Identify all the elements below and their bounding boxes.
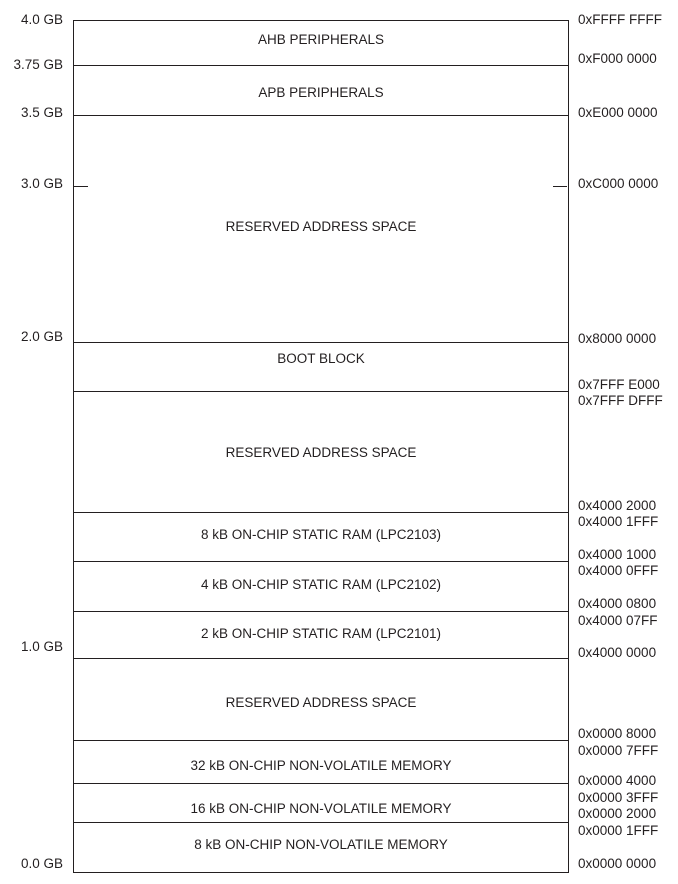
address-0000-2000: 0x0000 2000 xyxy=(578,806,657,821)
boundary-line-flash32k-flash16k xyxy=(73,783,569,784)
boundary-line-boot-reserved xyxy=(73,391,569,392)
boundary-line-sram4k-sram2k xyxy=(73,611,569,612)
gb-label-2-0: 2.0 GB xyxy=(20,329,63,344)
address-7fff-e000: 0x7FFF E000 xyxy=(578,377,660,392)
address-8000-0000: 0x8000 0000 xyxy=(578,331,657,346)
region-flash-16k: 16 kB ON-CHIP NON-VOLATILE MEMORY xyxy=(190,801,452,816)
boundary-line-sram2k-reserved xyxy=(73,658,569,659)
tick-3gb-left xyxy=(74,186,88,187)
address-4000-07ff: 0x4000 07FF xyxy=(578,613,658,628)
region-flash-32k: 32 kB ON-CHIP NON-VOLATILE MEMORY xyxy=(190,758,452,773)
address-7fff-dfff: 0x7FFF DFFF xyxy=(578,393,663,408)
region-boot-block: BOOT BLOCK xyxy=(277,351,365,366)
boundary-line-apb-reserved xyxy=(73,115,569,116)
boundary-line-bottom xyxy=(73,872,569,873)
boundary-line-flash16k-flash8k xyxy=(73,822,569,823)
address-4000-0fff: 0x4000 0FFF xyxy=(578,563,659,578)
gb-label-3-5: 3.5 GB xyxy=(20,105,63,120)
boundary-line-reserved-sram8k xyxy=(73,512,569,513)
address-4000-0000: 0x4000 0000 xyxy=(578,645,657,660)
address-f000-0000: 0xF000 0000 xyxy=(578,51,657,66)
region-apb-peripherals: APB PERIPHERALS xyxy=(258,85,384,100)
address-ffff-ffff: 0xFFFF FFFF xyxy=(578,12,662,27)
address-4000-1fff: 0x4000 1FFF xyxy=(578,514,659,529)
address-0000-4000: 0x0000 4000 xyxy=(578,773,657,788)
gb-label-1-0: 1.0 GB xyxy=(20,639,63,654)
boundary-line-reserved-flash32k xyxy=(73,740,569,741)
address-0000-3fff: 0x0000 3FFF xyxy=(578,790,659,805)
address-0000-1fff: 0x0000 1FFF xyxy=(578,823,659,838)
memory-map-frame xyxy=(73,20,569,873)
region-sram-4k: 4 kB ON-CHIP STATIC RAM (LPC2102) xyxy=(200,577,442,592)
address-4000-0800: 0x4000 0800 xyxy=(578,596,657,611)
boundary-line-ahb-apb xyxy=(73,65,569,66)
region-sram-8k: 8 kB ON-CHIP STATIC RAM (LPC2103) xyxy=(200,527,442,542)
address-0000-7fff: 0x0000 7FFF xyxy=(578,743,659,758)
boundary-line-sram8k-sram4k xyxy=(73,561,569,562)
region-reserved-low: RESERVED ADDRESS SPACE xyxy=(225,695,417,710)
gb-label-3-0: 3.0 GB xyxy=(20,176,63,191)
gb-label-3-75: 3.75 GB xyxy=(13,57,63,72)
tick-3gb-right xyxy=(553,186,567,187)
region-sram-2k: 2 kB ON-CHIP STATIC RAM (LPC2101) xyxy=(200,626,442,641)
gb-label-0-0: 0.0 GB xyxy=(20,856,63,871)
boundary-line-top xyxy=(73,20,569,21)
address-c000-0000: 0xC000 0000 xyxy=(578,176,659,191)
gb-label-4-0: 4.0 GB xyxy=(20,12,63,27)
address-0000-8000: 0x0000 8000 xyxy=(578,726,657,741)
address-4000-1000: 0x4000 1000 xyxy=(578,547,657,562)
boundary-line-reserved-boot xyxy=(73,342,569,343)
region-reserved-top: RESERVED ADDRESS SPACE xyxy=(225,219,417,234)
region-reserved-mid: RESERVED ADDRESS SPACE xyxy=(225,445,417,460)
region-ahb-peripherals: AHB PERIPHERALS xyxy=(257,32,385,47)
address-0000-0000: 0x0000 0000 xyxy=(578,856,657,871)
region-flash-8k: 8 kB ON-CHIP NON-VOLATILE MEMORY xyxy=(194,837,448,852)
address-4000-2000: 0x4000 2000 xyxy=(578,498,657,513)
address-e000-0000: 0xE000 0000 xyxy=(578,105,658,120)
